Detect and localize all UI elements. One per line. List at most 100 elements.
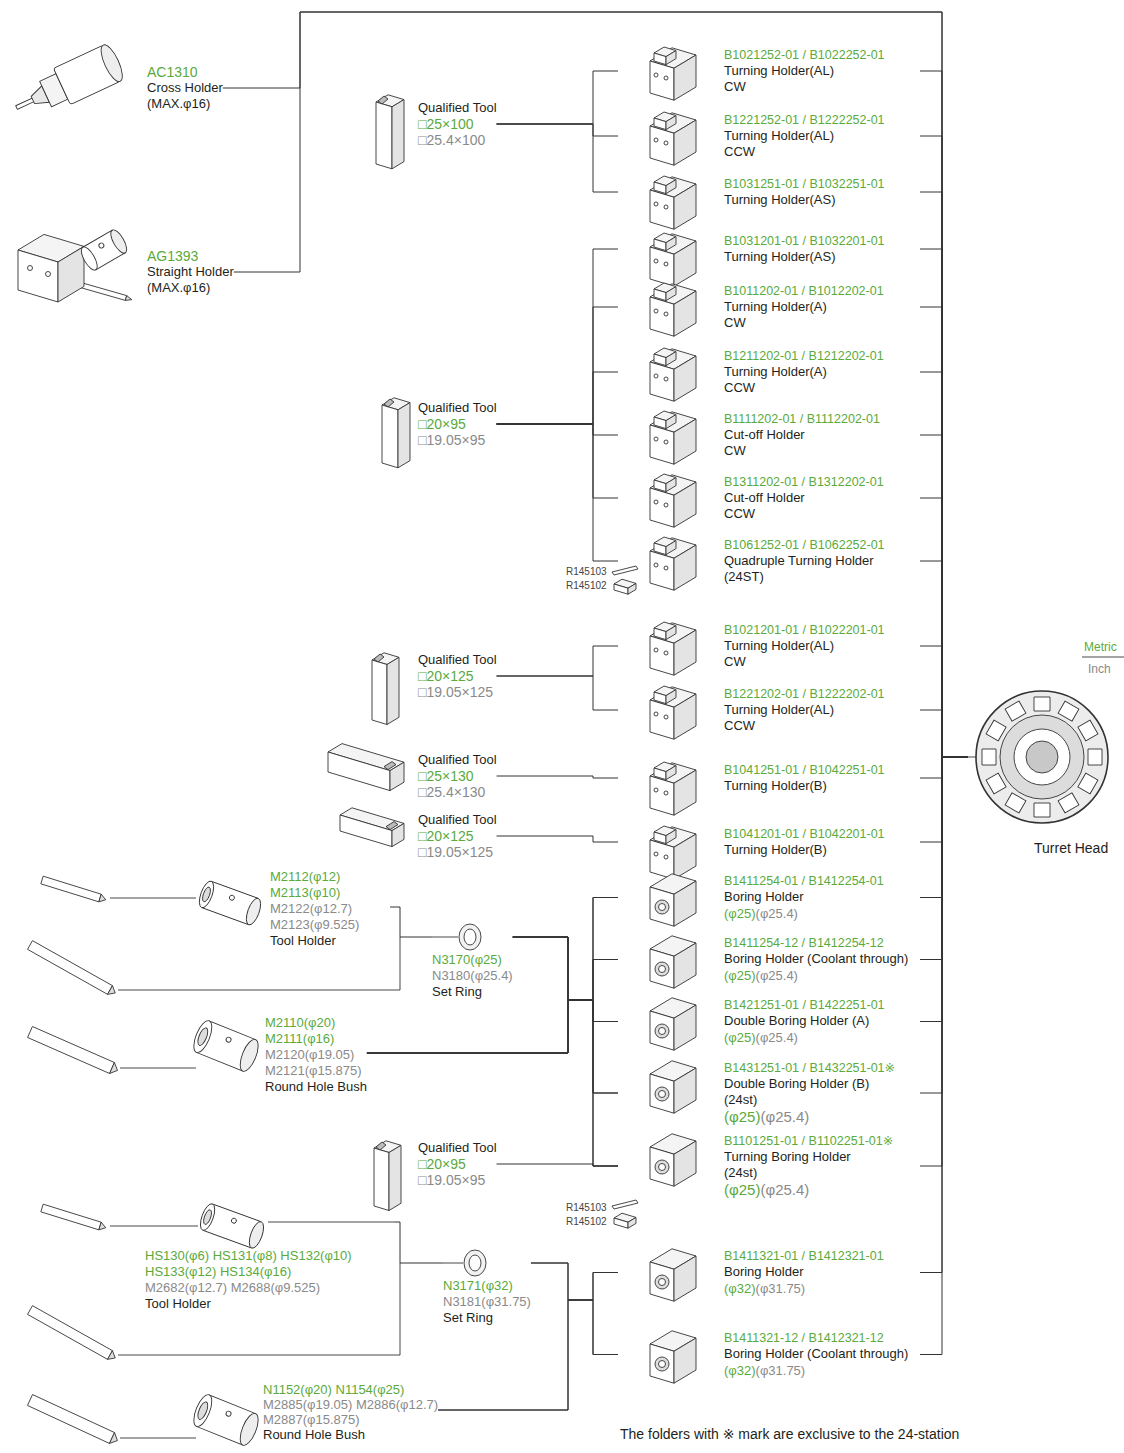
part-illustration [612, 566, 638, 594]
part-name: CW [724, 654, 920, 670]
outline [243, 896, 263, 926]
outline [654, 239, 666, 251]
outline [654, 480, 666, 492]
leader-line [120, 1438, 196, 1439]
turning-holder-illustration [650, 826, 696, 879]
leader-line [268, 1222, 395, 1223]
outline [28, 941, 113, 995]
outline [654, 628, 666, 640]
part-name: Boring Holder (Coolant through) [724, 1346, 920, 1362]
outline [650, 551, 674, 590]
outline [628, 583, 636, 594]
inch-size-label: □19.05×95 [418, 1172, 497, 1188]
connector [920, 435, 968, 757]
connector [513, 937, 618, 1022]
size-label: N3171(φ32) [443, 1278, 531, 1294]
outline [674, 356, 696, 401]
outline [108, 1351, 116, 1360]
outline [27, 1395, 114, 1444]
holder-item: B1021252-01 / B1022252-01Turning Holder(… [618, 47, 920, 95]
part-name: Tool Holder [145, 1296, 395, 1312]
inch-bore-size: (φ25.4) [756, 968, 798, 984]
bore-size: (φ25) [724, 968, 756, 984]
inch-size-label: N3180(φ25.4) [432, 968, 513, 984]
part-name: CW [724, 443, 920, 459]
qualified-tool-illustration [382, 398, 410, 468]
holder-item: B1411321-12 / B1412321-12Boring Holder (… [618, 1330, 920, 1379]
outline [674, 184, 696, 229]
part-name: Cross Holder [147, 80, 223, 96]
station [1034, 697, 1050, 711]
outline [650, 1011, 674, 1050]
outline [110, 1063, 118, 1074]
connector [497, 372, 618, 424]
turning-holder-illustration [650, 348, 696, 401]
outline [374, 1148, 389, 1211]
part-number: B1031201-01 / B1032201-01 [724, 233, 920, 249]
part-name: Turning Holder(A) [724, 299, 920, 315]
part-name: Tool Holder [270, 933, 390, 949]
connector [920, 192, 968, 757]
part-name: Qualified Tool [418, 752, 497, 768]
footnote: The folders with ※ mark are exclusive to… [620, 1426, 959, 1442]
part-number: B1311202-01 / B1312202-01 [724, 474, 920, 490]
outline [99, 1222, 106, 1230]
connector [497, 71, 618, 124]
connector [438, 1273, 618, 1411]
part-name: Qualified Tool [418, 812, 497, 828]
qualified-tool-illustration [328, 744, 404, 791]
outline [237, 1411, 262, 1448]
bush-illustration [190, 1018, 262, 1073]
inch-size-label: □25.4×130 [418, 784, 497, 800]
hole [201, 886, 212, 903]
outline [650, 776, 674, 815]
boring-holder-illustration [650, 1331, 696, 1383]
turning-holder-illustration [650, 283, 696, 336]
outline [28, 1306, 113, 1360]
outline [654, 354, 666, 366]
turning-holder-illustration [650, 411, 696, 464]
outline [650, 1074, 674, 1113]
boring-holder-illustration [650, 1249, 696, 1301]
boring-holder-illustration [650, 998, 696, 1050]
hole [202, 1209, 213, 1226]
part-name: Round Hole Bush [263, 1427, 438, 1442]
part-name: CCW [724, 506, 920, 522]
connector [367, 960, 618, 1054]
inch-bore-size: (φ25.4) [756, 906, 798, 922]
inch-size-label: M2123(φ9.525) [270, 917, 390, 933]
part-name: Boring Holder [724, 889, 920, 905]
outline [674, 694, 696, 739]
outline [372, 660, 387, 725]
part-name: Turning Holder(B) [724, 842, 920, 858]
holder-item: B1211202-01 / B1212202-01Turning Holder(… [618, 348, 920, 396]
outline [650, 488, 674, 527]
connector [920, 249, 968, 757]
connector [234, 12, 968, 757]
outline [674, 881, 696, 926]
inch-size-label: □19.05×95 [418, 432, 497, 448]
hole [664, 141, 668, 145]
hole [659, 1279, 666, 1286]
turret-item: Turret Head [968, 680, 1120, 856]
hole [654, 788, 658, 792]
connector [497, 676, 618, 710]
hole [28, 266, 33, 271]
part-name: Set Ring [432, 984, 513, 1000]
size-label: M2110(φ20) [265, 1015, 367, 1031]
part-number: B1041201-01 / B1042201-01 [724, 826, 920, 842]
connector [920, 757, 968, 1355]
outline [108, 228, 130, 256]
connector [531, 1263, 618, 1355]
connector [920, 757, 968, 898]
inch-bore-size: (φ25.4) [760, 1108, 809, 1126]
hole [655, 900, 669, 914]
inch-size-label: M2120(φ19.05) [265, 1047, 367, 1063]
outline [674, 834, 696, 879]
outline [674, 1256, 696, 1301]
part-number: B1041251-01 / B1042251-01 [724, 762, 920, 778]
leader-line [443, 1263, 463, 1264]
inch-bore-size: (φ25.4) [756, 1030, 798, 1046]
outline [650, 949, 674, 988]
connector [497, 836, 618, 842]
